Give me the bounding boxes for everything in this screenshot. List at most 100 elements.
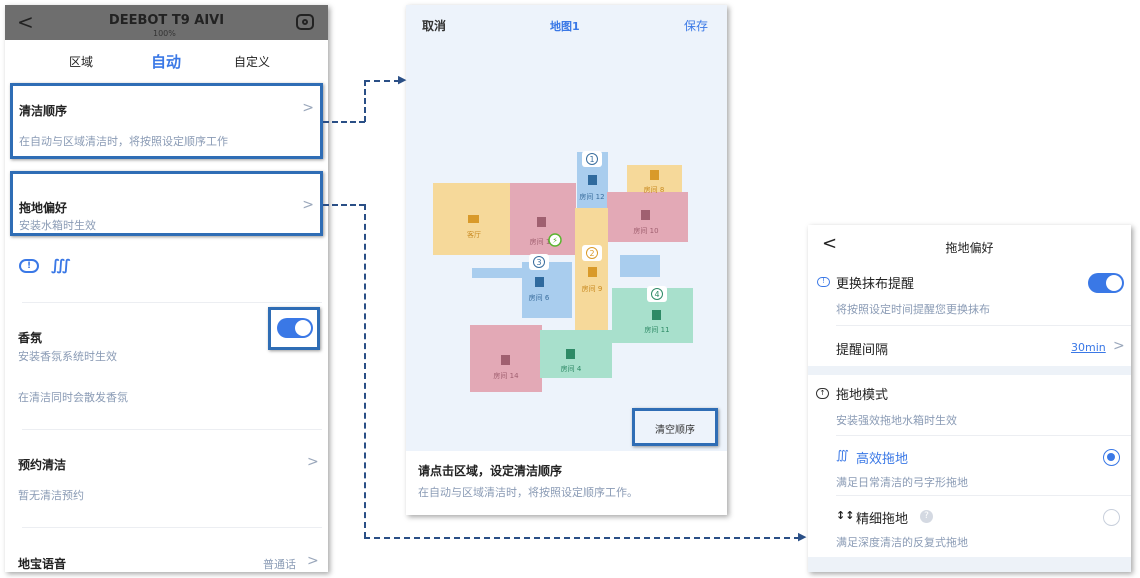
door-icon: [588, 175, 597, 185]
door-icon: [535, 277, 544, 287]
room-4[interactable]: [540, 330, 612, 378]
cancel-button[interactable]: 取消: [422, 19, 447, 33]
room-label: 房间 1: [530, 237, 551, 246]
connector-line: [323, 121, 365, 123]
sofa-icon: [468, 215, 479, 223]
tab-custom[interactable]: 自定义: [234, 55, 271, 69]
fine-mop-radio[interactable]: [1103, 509, 1120, 526]
clean-order-desc: 在自动与区域清洁时，将按照设定顺序工作: [19, 135, 228, 148]
fine-mop-option[interactable]: ↕↕ 精细拖地 ? 满足深度清洁的反复式拖地: [808, 496, 1131, 556]
page-title: 拖地偏好: [945, 241, 994, 255]
charging-dock-icon: [548, 233, 562, 247]
efficient-mop-title: 高效拖地: [856, 452, 909, 467]
header-bar: < DEEBOT T9 AIVI 100%: [5, 5, 328, 40]
back-icon[interactable]: <: [822, 233, 838, 254]
connector-line: [364, 80, 366, 122]
map-title[interactable]: 地图1: [550, 20, 580, 33]
auto-clean-settings-screen: < DEEBOT T9 AIVI 100% 区域 自动 自定义 清洁顺序 > 在…: [5, 5, 328, 572]
room-label: 房间 14: [493, 371, 519, 380]
efficient-mop-radio[interactable]: [1103, 449, 1120, 466]
fine-mop-title: 精细拖地: [856, 512, 909, 527]
fragrance-desc: 安装香氛系统时生效: [18, 350, 117, 363]
divider: [22, 429, 322, 430]
mop-preference-row[interactable]: 拖地偏好 > 安装水箱时生效: [10, 171, 323, 236]
interval-value[interactable]: 30min: [1071, 341, 1106, 354]
schedule-desc: 暂无清洁预约: [18, 489, 84, 502]
chevron-right-icon: >: [307, 454, 319, 470]
connector-line: [364, 204, 366, 538]
fragrance-title: 香氛: [18, 331, 43, 345]
schedule-row[interactable]: 预约清洁 > 暂无清洁预约: [5, 445, 328, 515]
voice-title: 地宝语音: [18, 557, 67, 571]
back-icon[interactable]: <: [17, 10, 34, 34]
mop-mode-title: 拖地模式: [836, 388, 889, 403]
schedule-title: 预约清洁: [18, 458, 67, 472]
mop-preference-desc: 安装水箱时生效: [19, 219, 96, 232]
interval-row[interactable]: 提醒间隔 30min >: [808, 326, 1131, 366]
divider: [836, 435, 1131, 436]
mop-mode-desc: 安装强效拖地水箱时生效: [836, 414, 957, 427]
device-title: DEEBOT T9 AIVI: [108, 13, 225, 28]
floor-map[interactable]: 客厅 房间 1 房间 12 房间 8 房间 10 房间 9 房间 6 房间 11…: [406, 5, 727, 450]
order-number: 1: [589, 155, 594, 164]
save-button[interactable]: 保存: [684, 19, 709, 33]
clean-order-map-screen: 取消 地图1 保存 客厅 房间 1 房间 12 房间 8 房间 10 房间 9 …: [406, 5, 727, 515]
lightning-icon: ⚡: [552, 236, 558, 245]
reminder-icon: !: [817, 277, 830, 287]
chevron-right-icon: >: [302, 100, 314, 116]
section-gap: [808, 366, 1131, 375]
chevron-right-icon: >: [302, 197, 314, 213]
room-label: 房间 8: [644, 185, 665, 194]
order-number: 4: [654, 290, 659, 299]
mop-pattern-icon: ∭: [51, 256, 71, 274]
fragrance-note: 在清洁同时会散发香氛: [18, 391, 128, 404]
fragrance-toggle[interactable]: [277, 318, 313, 338]
tab-area[interactable]: 区域: [69, 55, 94, 69]
reminder-toggle[interactable]: [1088, 273, 1124, 293]
door-icon: [566, 349, 575, 359]
unassigned-area: [620, 255, 660, 277]
fragrance-toggle-highlight: [268, 307, 320, 350]
clear-order-highlight: 清空顺序: [632, 408, 718, 446]
reminder-desc: 将按照设定时间提醒您更换抹布: [836, 303, 990, 316]
fine-mop-desc: 满足深度清洁的反复式拖地: [836, 536, 968, 549]
door-icon: [652, 310, 661, 320]
reminder-title: 更换抹布提醒: [836, 277, 915, 292]
help-icon[interactable]: ?: [920, 510, 933, 523]
door-icon: [537, 217, 546, 227]
hint-panel: 请点击区域，设定清洁顺序 在自动与区域清洁时，将按照设定顺序工作。: [406, 451, 727, 515]
room-label: 房间 9: [582, 284, 603, 293]
efficient-mop-option[interactable]: ∭ 高效拖地 满足日常清洁的弓字形拖地: [808, 436, 1131, 496]
zigzag-icon: ∭: [836, 448, 849, 462]
hint-desc: 在自动与区域清洁时，将按照设定顺序工作。: [418, 486, 638, 499]
efficient-mop-desc: 满足日常清洁的弓字形拖地: [836, 476, 968, 489]
divider: [836, 325, 1131, 326]
connector-line: [323, 204, 365, 206]
clean-order-row[interactable]: 清洁顺序 > 在自动与区域清洁时，将按照设定顺序工作: [10, 83, 323, 159]
arrow-right-icon: ▶: [798, 530, 807, 543]
order-number: 2: [589, 249, 594, 258]
divider: [836, 495, 1131, 496]
door-icon: [588, 267, 597, 277]
room-label: 房间 6: [529, 293, 550, 302]
order-marker: [647, 286, 667, 302]
door-icon: [641, 210, 650, 220]
battery-level: 100%: [153, 29, 176, 38]
order-marker: [529, 254, 549, 270]
room-label: 房间 12: [579, 192, 604, 201]
room-6-strip: [472, 268, 572, 278]
mop-preference-title: 拖地偏好: [19, 201, 68, 215]
interval-label: 提醒间隔: [836, 343, 889, 358]
door-icons: [468, 170, 661, 365]
chevron-right-icon: >: [307, 553, 319, 569]
clear-order-button[interactable]: 清空顺序: [655, 425, 695, 436]
tab-auto[interactable]: 自动: [151, 53, 182, 71]
connector-line: [364, 537, 800, 539]
voice-row[interactable]: 地宝语音 普通话 >: [5, 545, 328, 572]
mop-reminder-icon: !: [19, 259, 39, 273]
door-icon: [501, 355, 510, 365]
settings-icon[interactable]: [296, 14, 314, 30]
connector-line: [364, 80, 400, 82]
divider: [22, 302, 322, 303]
hint-title: 请点击区域，设定清洁顺序: [418, 464, 563, 478]
